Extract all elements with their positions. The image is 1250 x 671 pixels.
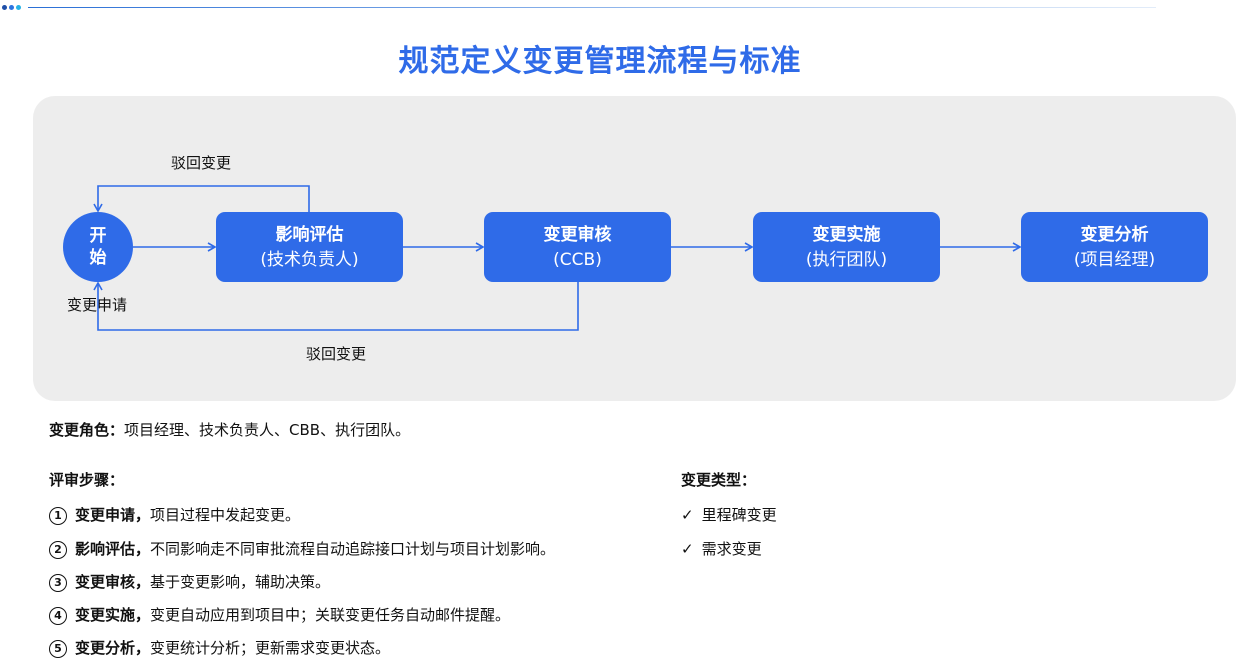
step-item: 2 影响评估，不同影响走不同审批流程自动追踪接口计划与项目计划影响。 [49,538,555,559]
page-title: 规范定义变更管理流程与标准 [398,44,802,79]
check-icon: ✓ [681,540,694,558]
node-role: (技术负责人) [260,250,359,270]
decor-dot-2 [9,5,14,10]
top-decoration [0,0,1160,14]
step-text: 变更统计分析；更新需求变更状态。 [150,639,391,657]
step-item: 1 变更申请，项目过程中发起变更。 [49,504,300,525]
step-text: 项目过程中发起变更。 [150,506,301,524]
type-item: ✓ 需求变更 [681,538,762,559]
node-title: 影响评估 [275,225,344,245]
step-number: 3 [49,574,67,592]
types-heading-text: 变更类型： [681,471,757,489]
type-label: 需求变更 [701,540,762,558]
check-icon: ✓ [681,506,694,524]
step-number: 5 [49,640,67,658]
roles-line: 变更角色：项目经理、技术负责人、CBB、执行团队。 [49,420,410,440]
step-title: 变更申请， [75,506,151,524]
reject-loop-top [93,185,310,213]
step-item: 4 变更实施，变更自动应用到项目中；关联变更任务自动邮件提醒。 [49,604,510,625]
roles-text: 项目经理、技术负责人、CBB、执行团队。 [124,421,411,439]
step-item: 3 变更审核，基于变更影响，辅助决策。 [49,571,330,592]
step-title: 变更实施， [75,606,151,624]
node-change-review: 变更审核 (CCB) [484,212,671,282]
steps-heading-text: 评审步骤： [49,471,125,489]
node-title: 变更审核 [543,225,612,245]
start-label: 开始 [89,226,107,268]
type-label: 里程碑变更 [701,506,777,524]
start-node: 开始 [63,212,133,282]
step-number: 2 [49,541,67,559]
reject-label-top: 驳回变更 [171,154,232,172]
node-role: (执行团队) [805,250,888,270]
node-title: 变更分析 [1080,225,1149,245]
step-text: 基于变更影响，辅助决策。 [150,573,331,591]
node-role: (CCB) [553,250,602,270]
node-change-implementation: 变更实施 (执行团队) [753,212,940,282]
request-label: 变更申请 [67,296,128,314]
reject-label-bottom: 驳回变更 [306,345,367,363]
step-title: 变更分析， [75,639,151,657]
decor-dot-1 [2,5,7,10]
step-text: 不同影响走不同审批流程自动追踪接口计划与项目计划影响。 [150,540,556,558]
step-item: 5 变更分析，变更统计分析；更新需求变更状态。 [49,637,390,658]
step-text: 变更自动应用到项目中；关联变更任务自动邮件提醒。 [150,606,511,624]
step-number: 1 [49,507,67,525]
type-item: ✓ 里程碑变更 [681,504,777,525]
node-change-analysis: 变更分析 (项目经理) [1021,212,1208,282]
decor-dot-3 [16,5,21,10]
types-heading: 变更类型： [681,470,756,490]
step-title: 变更审核， [75,573,151,591]
node-impact-assessment: 影响评估 (技术负责人) [216,212,403,282]
step-title: 影响评估， [75,540,151,558]
decor-line [28,7,1156,8]
node-role: (项目经理) [1073,250,1156,270]
step-number: 4 [49,607,67,625]
steps-heading: 评审步骤： [49,470,124,490]
node-title: 变更实施 [812,225,881,245]
roles-label: 变更角色： [49,421,125,439]
reject-loop-bottom [93,281,579,331]
